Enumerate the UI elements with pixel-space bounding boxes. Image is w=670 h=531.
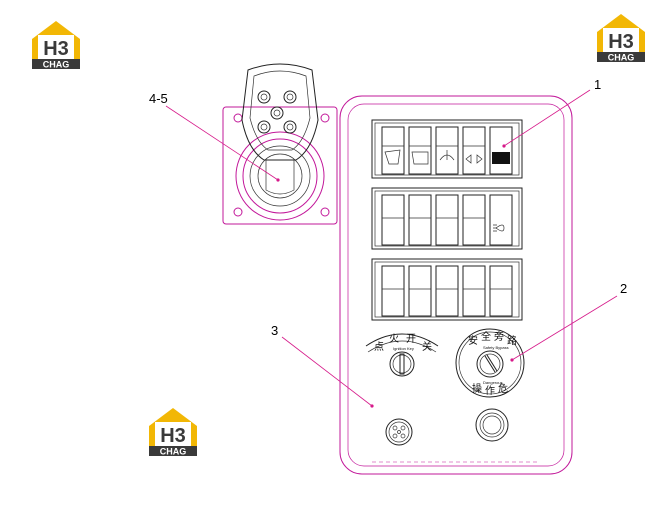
panel-inner-frame [347,103,565,467]
ignition-char-4: 关 [422,340,432,353]
logo-bottom-text: CHAG [43,60,70,70]
work-light-icon [493,224,505,232]
rocker-switch [381,194,405,246]
wiper-front-icon [384,149,401,165]
rocker-switch [435,194,459,246]
safety-top-char-2: 全 [481,330,491,343]
rocker-switch [435,265,459,317]
push-button [475,408,509,442]
joystick-assembly [222,63,338,225]
rocker-switch [462,265,486,317]
safety-bottom-sub-label: Dangerous [483,380,503,385]
safety-bypass-knob [476,350,504,378]
rocker-switch [462,194,486,246]
safety-top-sub-label: Safety Bypass [483,345,509,350]
safety-bypass-outer-ring [455,328,525,398]
wiper-washer-icon [439,150,455,161]
joystick-shaft-ring [257,153,303,199]
ignition-sub-label: Ignition Key [393,346,414,351]
rocker-switch [435,126,459,175]
rocker-switch [489,194,513,246]
callout-2: 2 [620,281,628,296]
h3-chag-logo-icon: H3 CHAG [32,21,80,70]
rocker-switch [408,126,432,175]
mount-hole [233,113,243,123]
ignition-key-barrel [389,351,415,377]
connector-socket [385,418,413,446]
joystick-mount-plate [222,106,338,225]
mount-hole [233,207,243,217]
indicator-black-icon [492,152,510,164]
ignition-char-2: 火 [389,333,399,345]
logo-bottom-text: CHAG [608,53,635,63]
rocker-switch [381,265,405,317]
ignition-char-3: 开 [406,334,416,345]
logo-top-text: H3 [160,425,186,447]
switch-row-2-frame [371,187,523,250]
joystick-neck [265,160,295,195]
mount-hole [320,113,330,123]
callout-1: 1 [594,77,602,92]
joystick-boot-inner [242,138,318,214]
safety-bottom-char-1: 操 [472,382,482,395]
rocker-switch [381,126,405,175]
wiper-rear-icon [411,151,429,165]
logo-top-text: H3 [43,38,69,60]
control-panel: 点 火 开 关 Ignition Key 安 全 旁 路 Safety Bypa… [339,95,573,475]
joystick-handle [241,63,319,161]
safety-top-char-4: 路 [507,334,517,347]
ignition-key-slot [399,353,405,375]
turn-signal-icon [465,154,483,164]
leader-line-3 [281,336,373,407]
logo-bottom-left: H3 CHAG [145,402,201,458]
leader-line-4-5 [165,105,279,181]
rocker-switch [462,126,486,175]
switch-row-1-frame [371,119,523,179]
ignition-label-arc [365,333,439,347]
rocker-switch [408,265,432,317]
mount-hole [320,207,330,217]
leader-line-1 [503,89,591,147]
rocker-switch [408,194,432,246]
ignition-key-switch: 点 火 开 关 Ignition Key [365,333,439,377]
safety-bypass-switch: 安 全 旁 路 Safety Bypass Dangerous 操 作 危 [455,328,525,398]
h3-chag-logo-icon: H3 CHAG [597,14,645,63]
safety-bottom-char-2: 作 [485,385,495,397]
logo-top-right: H3 CHAG [593,8,649,64]
joystick-boot-ring [249,145,311,207]
callout-4-5: 4-5 [149,91,168,106]
safety-top-char-3: 旁 [494,330,504,343]
rocker-switch [489,265,513,317]
logo-top-left: H3 CHAG [28,15,84,71]
logo-bottom-text: CHAG [160,447,187,457]
safety-bottom-char-3: 危 [498,383,508,395]
rocker-switch [489,126,513,175]
ignition-char-1: 点 [374,341,384,353]
h3-chag-logo-icon: H3 CHAG [149,408,197,457]
leader-line-2 [511,295,618,361]
safety-top-char-1: 安 [468,334,478,347]
joystick-handle-face [249,70,311,151]
callout-3: 3 [271,323,279,338]
logo-top-text: H3 [608,31,634,53]
joystick-boot-outer [235,131,325,221]
panel-outer-frame [339,95,573,475]
switch-row-3-frame [371,258,523,321]
